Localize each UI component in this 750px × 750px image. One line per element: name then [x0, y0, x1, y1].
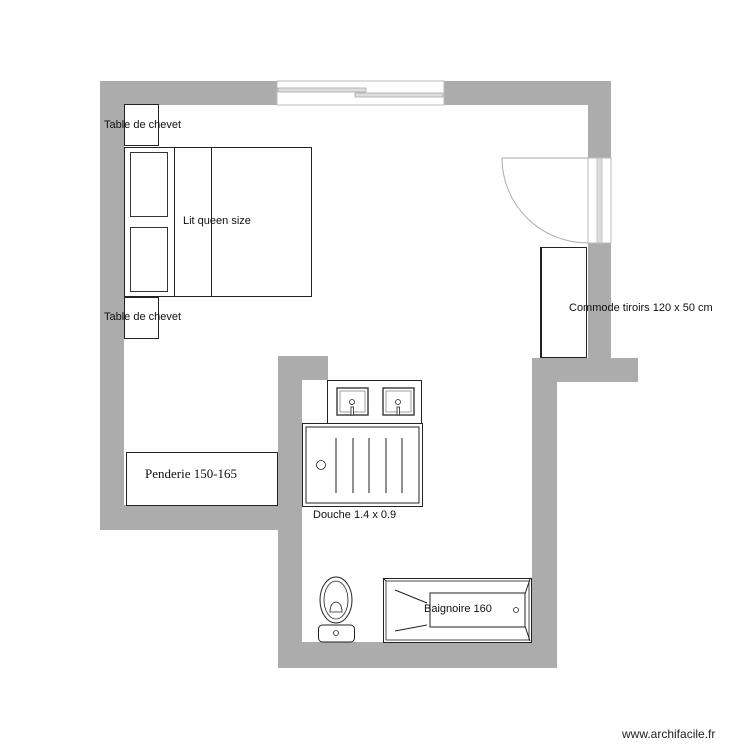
wardrobe-label: Penderie 150-165 — [145, 466, 238, 481]
door-entrance[interactable] — [500, 157, 612, 244]
wall-bathroom-left — [278, 356, 302, 668]
double-sink — [327, 380, 422, 424]
dresser-label: Commode tiroirs 120 x 50 cm — [569, 302, 713, 314]
bed-pillow-2 — [130, 227, 168, 292]
nightstand-bottom-label: Table de chevet — [104, 311, 182, 323]
bathtub — [382, 577, 532, 643]
bed-line-1 — [174, 147, 175, 297]
dresser — [540, 247, 587, 358]
wall-right-middle — [588, 243, 611, 363]
bed-line-2 — [211, 147, 212, 297]
bed-pillow-1 — [130, 152, 168, 217]
nightstand-top-label: Table de chevet — [104, 119, 182, 131]
wall-top-right — [444, 81, 611, 105]
nightstand-top — [124, 104, 159, 146]
wardrobe — [126, 452, 278, 506]
nightstand-bottom — [124, 297, 159, 339]
shower — [302, 423, 423, 507]
window-top — [276, 80, 445, 106]
wall-right-upper — [588, 81, 611, 158]
shower-label: Douche 1.4 x 0.9 — [313, 509, 397, 521]
wall-bathroom-top-left — [278, 356, 328, 380]
wall-bottom-left — [100, 505, 302, 530]
watermark: www.archifacile.fr — [622, 727, 716, 741]
wall-bathroom-right — [532, 358, 557, 668]
wall-left — [100, 81, 124, 530]
bed-label: Lit queen size — [183, 215, 251, 227]
wall-bathroom-bottom — [278, 642, 557, 668]
wall-top-left — [100, 81, 277, 105]
toilet — [318, 576, 355, 643]
bathtub-label: Baignoire 160 — [424, 603, 492, 615]
